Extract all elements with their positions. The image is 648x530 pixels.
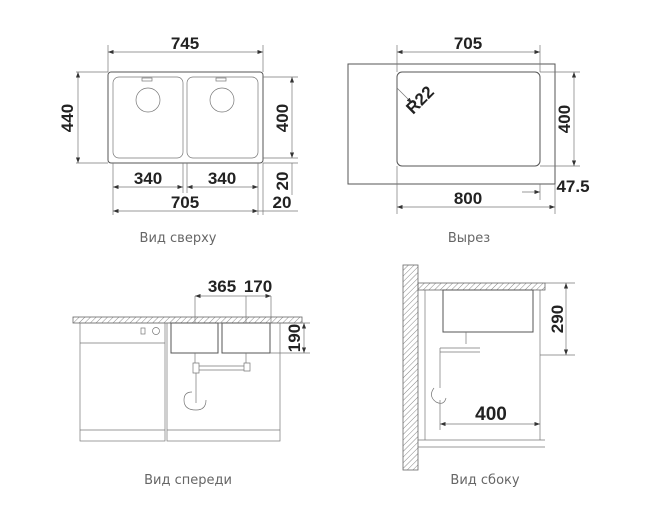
dishwasher-knob-icon — [152, 327, 160, 335]
siphon-side — [431, 332, 480, 404]
left-drain-icon — [135, 87, 161, 113]
dim-cut-width: 705 — [454, 34, 482, 53]
dishwasher-cabinet — [79, 322, 166, 442]
right-bowl-front — [221, 322, 271, 354]
dim-wall-distance: 400 — [475, 404, 507, 425]
wall — [402, 264, 419, 471]
dim-drain-left: 365 — [208, 277, 236, 296]
side-view: 290 400 Вид сбоку — [402, 264, 575, 488]
dishwasher-button-icon — [140, 327, 146, 335]
countertop — [72, 316, 303, 324]
dim-bowl-height: 190 — [285, 324, 304, 352]
caption-top-view: Вид сверху — [140, 231, 217, 246]
right-drain-icon — [209, 87, 235, 113]
bowl-side — [442, 289, 534, 333]
dim-cabinet-width: 800 — [454, 189, 482, 208]
cabinet-side — [418, 290, 545, 448]
left-bowl-front — [170, 322, 219, 354]
dim-inner-width: 705 — [171, 193, 199, 212]
dim-overall-depth: 440 — [58, 104, 77, 132]
dim-overall-width: 745 — [171, 34, 199, 53]
dim-edge-front: 20 — [273, 172, 292, 191]
cutout-outline — [396, 71, 541, 167]
caption-side-view: Вид сбоку — [450, 473, 519, 488]
dim-cut-depth: 400 — [555, 105, 574, 133]
countertop-side — [417, 282, 546, 291]
dim-install-depth: 290 — [548, 305, 567, 333]
caption-front-view: Вид спереди — [144, 473, 232, 488]
caption-cutout: Вырез — [448, 231, 490, 246]
cutout-view: 705 400 800 47.5 R22 Вырез — [347, 34, 590, 246]
dim-edge-side: 20 — [273, 193, 292, 212]
dim-bowl-depth: 400 — [273, 104, 292, 132]
sink-outline — [107, 71, 264, 164]
sink-cabinet — [166, 322, 281, 442]
front-view: 365 170 190 Вид спереди — [72, 277, 310, 488]
dim-offset: 47.5 — [556, 177, 589, 196]
dim-radius: R22 — [402, 82, 437, 117]
left-overflow-icon — [141, 77, 153, 82]
countertop-outline — [347, 63, 556, 185]
right-bowl — [186, 76, 259, 159]
top-view: 745 440 400 340 340 705 20 20 Вид сверху — [58, 34, 298, 246]
siphon-pipes — [183, 353, 251, 411]
left-bowl — [112, 76, 184, 159]
dim-left-bowl-width: 340 — [134, 169, 162, 188]
dim-drain-right: 170 — [244, 277, 272, 296]
right-overflow-icon — [215, 77, 227, 82]
dim-right-bowl-width: 340 — [208, 169, 236, 188]
